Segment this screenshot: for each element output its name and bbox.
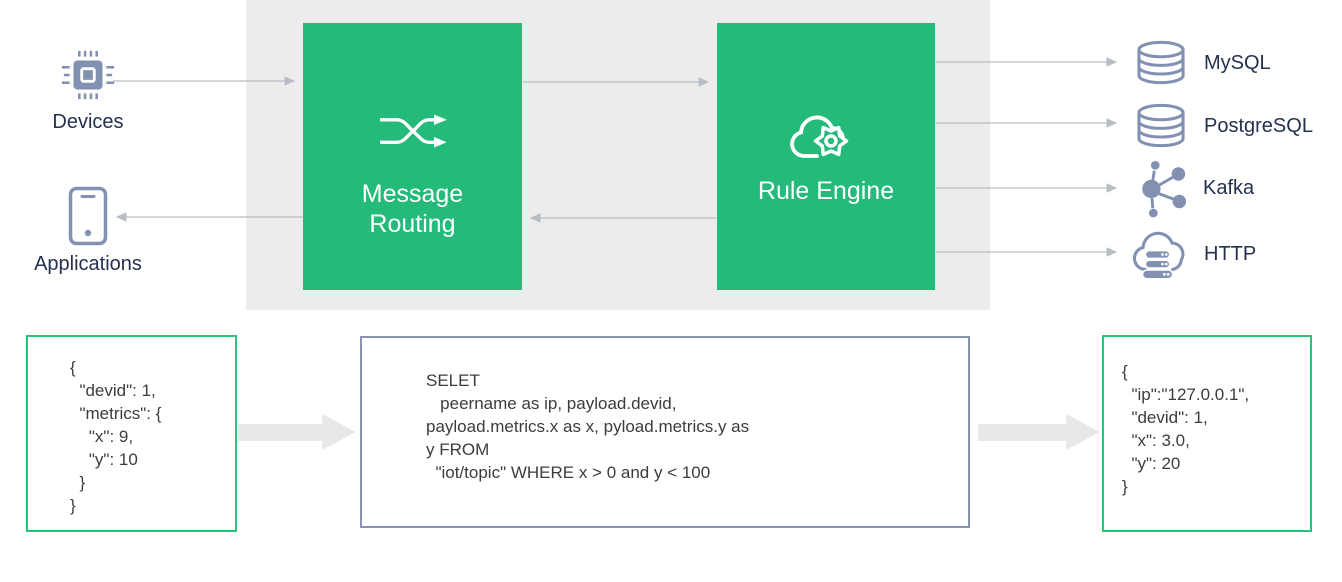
database-icon — [1137, 103, 1185, 148]
message-routing-label: Message Routing — [361, 180, 464, 238]
postgresql-label: PostgreSQL — [1204, 114, 1313, 137]
applications-node: Applications — [8, 186, 168, 276]
chip-icon — [61, 50, 115, 100]
input-message-json: { "devid": 1, "metrics": { "x": 9, "y": … — [70, 358, 162, 515]
message-routing-box: Message Routing — [303, 23, 522, 290]
cloud-server-icon — [1132, 231, 1185, 280]
devices-label: Devices — [52, 111, 124, 133]
output-message-json: { "ip":"127.0.0.1", "devid": 1, "x": 3.0… — [1122, 362, 1250, 496]
rule-engine-box: Rule Engine — [717, 23, 935, 290]
applications-label: Applications — [34, 253, 142, 275]
rule-sql-box: SELET peername as ip, payload.devid, pay… — [360, 336, 970, 528]
devices-node: Devices — [18, 46, 158, 134]
kafka-label: Kafka — [1203, 176, 1255, 199]
smartphone-icon — [68, 186, 108, 246]
kafka-icon — [1142, 161, 1187, 218]
sink-http: HTTP — [1130, 225, 1256, 283]
cloud-gear-icon — [790, 115, 849, 158]
sink-postgresql: PostgreSQL — [1132, 103, 1313, 149]
database-icon — [1137, 40, 1185, 85]
rule-engine-label: Rule Engine — [757, 177, 895, 205]
shuffle-icon — [380, 114, 447, 148]
sink-mysql: MySQL — [1132, 40, 1271, 86]
rule-sql-text: SELET peername as ip, payload.devid, pay… — [426, 371, 750, 482]
output-message-box: { "ip":"127.0.0.1", "devid": 1, "x": 3.0… — [1102, 335, 1312, 532]
sink-kafka: Kafka — [1135, 157, 1254, 219]
input-message-box: { "devid": 1, "metrics": { "x": 9, "y": … — [26, 335, 237, 532]
http-label: HTTP — [1204, 242, 1257, 265]
mysql-label: MySQL — [1204, 51, 1271, 74]
